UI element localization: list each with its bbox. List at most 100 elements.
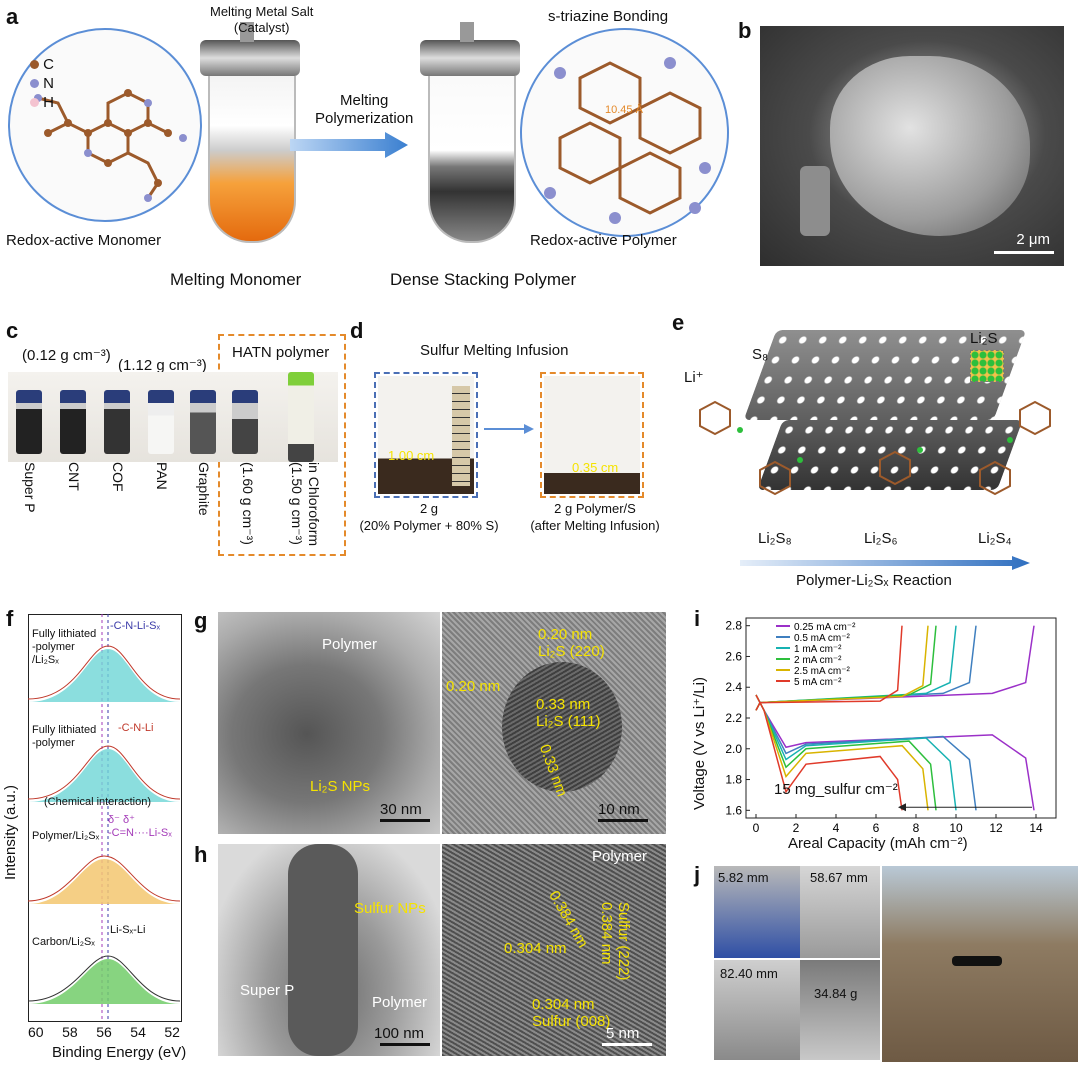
polymer-label: Redox-active Polymer bbox=[530, 232, 677, 249]
h-polymer-right-label: Polymer bbox=[592, 848, 647, 865]
width-label: 58.67 mm bbox=[810, 870, 868, 885]
vial-label-cof: COF bbox=[110, 462, 126, 492]
tube-right bbox=[428, 76, 516, 243]
chart-i-ylabel: Voltage (V vs Li⁺/Li) bbox=[690, 677, 708, 810]
tem-h-scale-left: 100 nm bbox=[374, 1025, 424, 1042]
panel-label-f: f bbox=[6, 606, 13, 632]
legend-label: 2.5 mA cm⁻² bbox=[794, 666, 851, 677]
chart-i-annotation: 15 mg_sulfur cm⁻² bbox=[774, 780, 898, 798]
li2s-label: Li₂S bbox=[970, 330, 998, 347]
x-tick-label: 10 bbox=[949, 821, 963, 835]
spectrum-4-label: Carbon/Li₂Sₓ bbox=[32, 936, 95, 948]
y-tick-label: 1.6 bbox=[725, 803, 742, 817]
x-tick-label: 14 bbox=[1029, 821, 1043, 835]
vial-chloroform bbox=[288, 372, 314, 462]
spectrum-1-label: Fully lithiated -polymer /Li₂Sₓ bbox=[32, 628, 96, 667]
after-height-label: 0.35 cm bbox=[572, 460, 618, 475]
panel-label-a: a bbox=[6, 4, 18, 30]
pouch-thickness-photo: 5.82 mm bbox=[714, 866, 800, 958]
panel-label-c: c bbox=[6, 318, 18, 344]
panel-label-e: e bbox=[672, 310, 684, 336]
panel-label-j: j bbox=[694, 862, 700, 888]
reaction-label: Polymer-Li₂Sₓ Reaction bbox=[796, 572, 952, 589]
vial-cnt bbox=[60, 390, 86, 454]
drone-photo bbox=[882, 866, 1078, 1062]
x-tick-label: 12 bbox=[989, 821, 1003, 835]
vial-pan bbox=[148, 390, 174, 454]
spectrum-1-peak: -C-N-Li-Sₓ bbox=[110, 620, 160, 632]
x-tick-label: 4 bbox=[833, 821, 840, 835]
legend-label: 0.25 mA cm⁻² bbox=[794, 622, 856, 633]
s8-label: S₈ bbox=[752, 346, 768, 363]
panel-label-g: g bbox=[194, 608, 207, 634]
infusion-arrow-icon bbox=[484, 422, 534, 436]
before-height-label: 1.00 cm bbox=[388, 448, 434, 463]
lattice-label-3: 0.33 nm Li₂S (111) bbox=[536, 696, 600, 730]
spectrum-2-label: Fully lithiated -polymer bbox=[32, 724, 96, 750]
hrtem-right: 0.20 nm Li₂S (220) 0.20 nm 0.33 nm Li₂S … bbox=[442, 612, 666, 834]
tube-cap-right bbox=[420, 40, 520, 76]
hrtem-h-scale-right: 5 nm bbox=[606, 1025, 639, 1042]
thickness-label: 5.82 mm bbox=[718, 870, 769, 885]
x-tick-label: 6 bbox=[873, 821, 880, 835]
vial-cof bbox=[104, 390, 130, 454]
bonding-label: s-triazine Bonding bbox=[548, 8, 668, 25]
melting-monomer-label: Melting Monomer bbox=[170, 270, 301, 290]
infusion-title: Sulfur Melting Infusion bbox=[420, 342, 568, 359]
tem-h-left: Sulfur NPs Super P Polymer 100 nm bbox=[218, 844, 440, 1056]
hatn-density-label: (1.60 g cm⁻³) bbox=[239, 462, 256, 545]
spectrum-2-note: (Chemical interaction) bbox=[44, 796, 151, 808]
spectrum-3-label: Polymer/Li₂Sₓ bbox=[32, 830, 99, 842]
vial-hatn bbox=[232, 390, 258, 454]
before-photo: 1.00 cm bbox=[378, 376, 474, 494]
spectrum-2-peak: -C-N-Li bbox=[118, 722, 153, 734]
reaction-arrow-icon bbox=[740, 556, 1030, 570]
pouch-width-photo: 58.67 mm bbox=[800, 866, 880, 958]
legend-label: 2 mA cm⁻² bbox=[794, 655, 842, 666]
density-label-1: (0.12 g cm⁻³) bbox=[22, 346, 111, 364]
before-caption: 2 g (20% Polymer + 80% S) bbox=[354, 500, 504, 534]
tem-polymer-label: Polymer bbox=[322, 636, 377, 653]
polymer-molecules-icon bbox=[680, 390, 1080, 520]
y-tick-label: 2.4 bbox=[725, 680, 742, 694]
panel-label-d: d bbox=[350, 318, 363, 344]
y-tick-label: 2.8 bbox=[725, 619, 742, 633]
y-tick-label: 2.0 bbox=[725, 742, 742, 756]
li2s4-label: Li₂S₄ bbox=[978, 530, 1012, 547]
li-ion-label: Li⁺ bbox=[684, 368, 704, 386]
hatn-label: HATN polymer bbox=[232, 344, 329, 361]
spectrum-4-peak: Li-Sₓ-Li bbox=[110, 924, 145, 936]
vial-label-graphite: Graphite bbox=[196, 462, 212, 516]
panel-label-h: h bbox=[194, 842, 207, 868]
tem-scale-left: 30 nm bbox=[380, 801, 422, 818]
arrow-right-icon bbox=[290, 130, 410, 160]
atom-legend: C N H bbox=[30, 55, 54, 112]
legend-label: 5 mA cm⁻² bbox=[794, 677, 842, 688]
pouch-length-photo: 82.40 mm bbox=[714, 960, 800, 1060]
hrtem-h-right: Polymer 0.384 nm 0.304 nm 0.304 nm Sulfu… bbox=[442, 844, 666, 1056]
vial-graphite bbox=[190, 390, 216, 454]
sulfur-nps-label: Sulfur NPs bbox=[354, 900, 426, 917]
h-lattice-4: Sulfur (222) 0.384 nm bbox=[598, 902, 632, 980]
length-label: 82.40 mm bbox=[720, 966, 778, 981]
dense-stacking-label: Dense Stacking Polymer bbox=[390, 270, 576, 290]
sem-scale-label: 2 μm bbox=[1016, 231, 1050, 248]
weight-label: 34.84 g bbox=[814, 986, 857, 1001]
li2s6-label: Li₂S₆ bbox=[864, 530, 898, 547]
y-tick-label: 2.6 bbox=[725, 649, 742, 663]
sem-image: 2 μm bbox=[760, 26, 1064, 266]
drone-icon bbox=[952, 956, 1002, 966]
xps-ylabel: Intensity (a.u.) bbox=[2, 785, 19, 880]
tube-stem-right bbox=[460, 22, 474, 42]
h-polymer-label: Polymer bbox=[372, 994, 427, 1011]
tube-cap-left bbox=[200, 40, 300, 76]
y-tick-label: 2.2 bbox=[725, 711, 742, 725]
after-caption: 2 g Polymer/S (after Melting Infusion) bbox=[520, 500, 670, 534]
tube-left bbox=[208, 76, 296, 243]
x-tick-label: 0 bbox=[753, 821, 760, 835]
catalyst-label: Melting Metal Salt (Catalyst) bbox=[210, 4, 313, 36]
h-lattice-2: 0.304 nm bbox=[504, 940, 567, 957]
hrtem-scale-right: 10 nm bbox=[598, 801, 640, 818]
tem-left: Polymer Li₂S NPs 30 nm bbox=[218, 612, 440, 834]
